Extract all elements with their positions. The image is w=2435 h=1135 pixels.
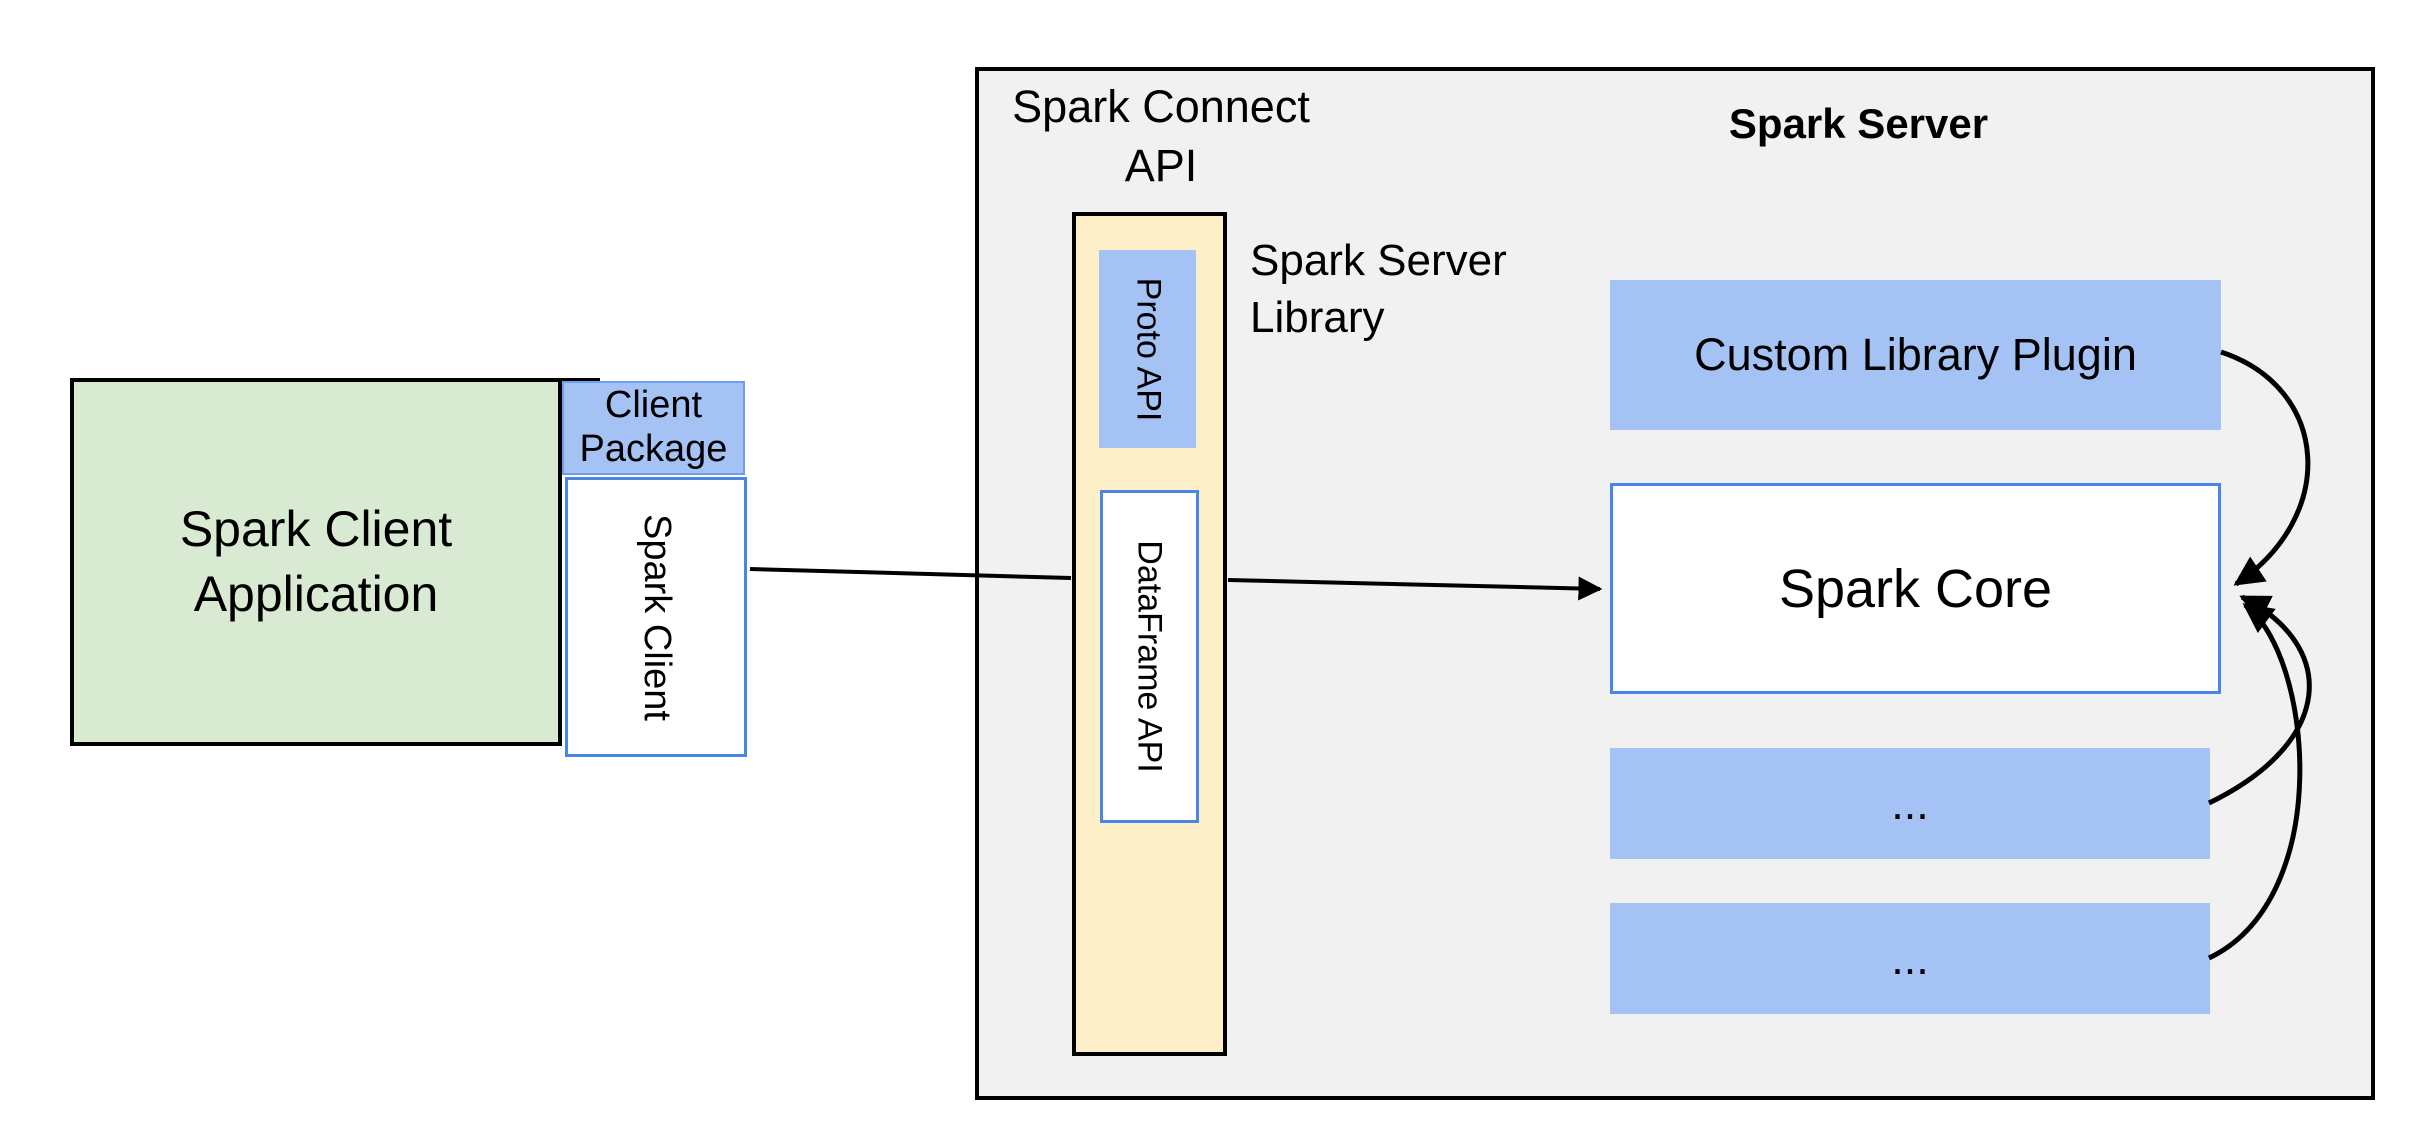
spark-core-box: Spark Core [1610,483,2221,694]
client-application-box: Spark Client Application [70,378,562,746]
client-package-box: Client Package [562,381,745,475]
client-package-label: Client Package [579,384,728,470]
server-library-label: Spark Server Library [1250,236,1507,343]
spark-client-box: Spark Client [565,477,747,757]
spark-connect-api-heading: Spark Connect API [1012,81,1310,191]
client-application-label: Spark Client Application [179,501,453,622]
custom-library-plugin-box: Custom Library Plugin [1610,280,2221,430]
dataframe-api-label: DataFrame API [1131,540,1170,773]
extension-box-2: ... [1610,903,2210,1014]
spark-client-label: Spark Client [635,513,678,721]
proto-api-box: Proto API [1099,250,1196,448]
spark-server-heading: Spark Server [1728,100,1989,147]
dataframe-api-box: DataFrame API [1100,490,1199,823]
client-application-border-notch [560,378,600,382]
extension-box-1: ... [1610,748,2210,859]
proto-api-label: Proto API [1129,277,1168,421]
